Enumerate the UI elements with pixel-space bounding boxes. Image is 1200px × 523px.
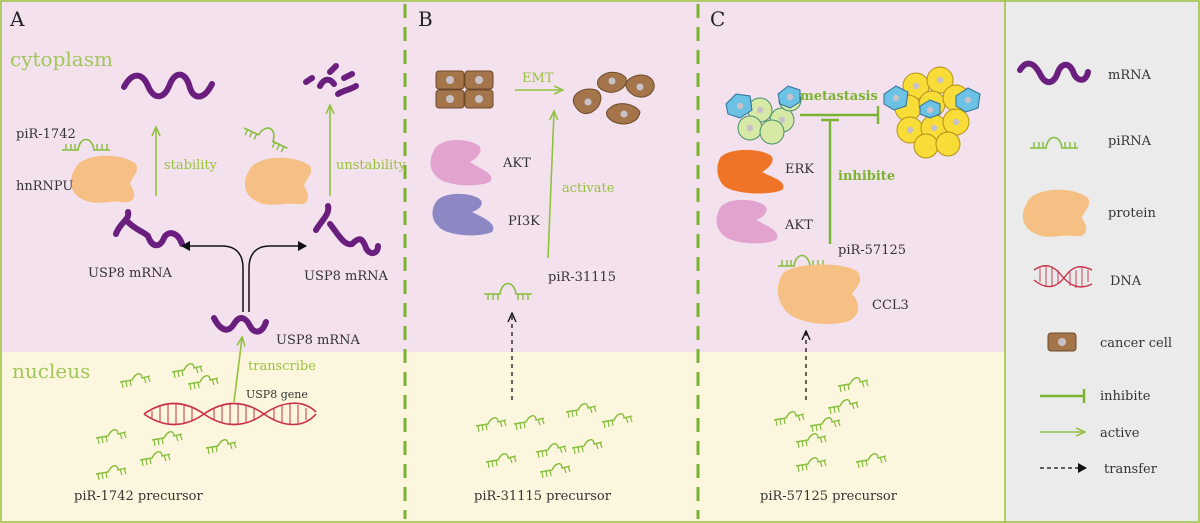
nucleus-region [0, 352, 1005, 523]
primary-tumor-cells-icon [725, 85, 802, 145]
pir-1742-label: piR-1742 [16, 127, 76, 142]
branch-arrow-right [248, 241, 307, 312]
usp8-mrna-left-label: USP8 mRNA [88, 266, 173, 281]
erk-protein-icon [717, 149, 784, 194]
pir-57125-label: piR-57125 [838, 243, 906, 258]
legend-label-7: transfer [1104, 462, 1158, 477]
erk-label: ERK [785, 162, 814, 177]
legend-label-0: mRNA [1108, 68, 1151, 83]
usp8-mrna-center-label: USP8 mRNA [276, 333, 361, 348]
panel-b-letter: B [418, 7, 433, 31]
hnrnpu-protein-icon [70, 155, 138, 203]
akt-c-label: AKT [784, 218, 813, 233]
usp8-gene-label: USP8 gene [246, 388, 308, 401]
akt-label: AKT [502, 156, 531, 171]
pir-57125-precursor-label: piR-57125 precursor [760, 489, 898, 504]
legend-label-6: active [1100, 426, 1140, 441]
transcribe-label: transcribe [248, 359, 316, 374]
pir-31115-precursor-label: piR-31115 precursor [474, 489, 612, 504]
panel-c: C metastasis [710, 7, 981, 504]
stability-label: stability [164, 158, 218, 173]
legend-label-2: protein [1108, 206, 1156, 221]
usp8-mrna-left-icon [113, 209, 185, 249]
nucleus-label: nucleus [12, 359, 90, 383]
unstability-label: unstability [336, 158, 406, 173]
panel-a: A cytoplasm nucleus stability unstabilit… [9, 7, 406, 504]
akt-c-protein-icon [716, 199, 778, 244]
cytoplasm-label: cytoplasm [10, 47, 113, 71]
legend: mRNA piRNA protein DNA cancer cell inhib… [1017, 60, 1172, 477]
intact-mrna-icon [121, 71, 215, 100]
degraded-mrna-icon [303, 63, 359, 97]
usp8-mrna-right-label: USP8 mRNA [304, 269, 389, 284]
activate-label: activate [562, 181, 615, 196]
legend-cancer-cell-icon [1047, 332, 1077, 352]
mesenchymal-cells-icon [572, 71, 655, 125]
pi3k-label: PI3K [508, 214, 540, 229]
ccl3-label: CCL3 [872, 298, 909, 313]
panel-b: B EMT AKT PI3K activate [418, 7, 655, 504]
usp8-mrna-right-icon [313, 203, 381, 256]
panel-a-letter: A [9, 7, 25, 31]
legend-label-3: DNA [1110, 274, 1142, 289]
pir-31115-label: piR-31115 [548, 270, 616, 285]
inhibite-label: inhibite [838, 169, 895, 184]
legend-label-1: piRNA [1108, 134, 1152, 149]
usp8-gene-dna-icon [143, 402, 317, 426]
pi3k-protein-icon [432, 193, 494, 236]
ccl3-protein-icon [777, 264, 861, 324]
legend-dna-icon [1033, 265, 1093, 288]
legend-mrna-icon [1017, 60, 1091, 85]
akt-protein-icon [430, 140, 492, 186]
usp8-mrna-center-icon [211, 315, 269, 335]
legend-panel [1005, 0, 1200, 523]
metastasis-label: metastasis [800, 89, 878, 104]
pir-1742-precursor-label: piR-1742 precursor [74, 489, 203, 504]
transcribe-arrow [233, 338, 242, 403]
emt-label: EMT [522, 71, 554, 86]
panel-c-letter: C [710, 7, 725, 31]
hnrnpu-label: hnRNPU [16, 179, 73, 194]
metastatic-cells-icon [883, 66, 981, 159]
activate-arrow [547, 112, 554, 259]
legend-inhibite-icon [1040, 389, 1086, 403]
legend-label-5: inhibite [1100, 389, 1151, 404]
free-protein-icon [244, 157, 312, 205]
legend-protein-icon [1022, 189, 1090, 237]
legend-label-4: cancer cell [1100, 336, 1172, 351]
branch-arrow-left [181, 241, 244, 312]
